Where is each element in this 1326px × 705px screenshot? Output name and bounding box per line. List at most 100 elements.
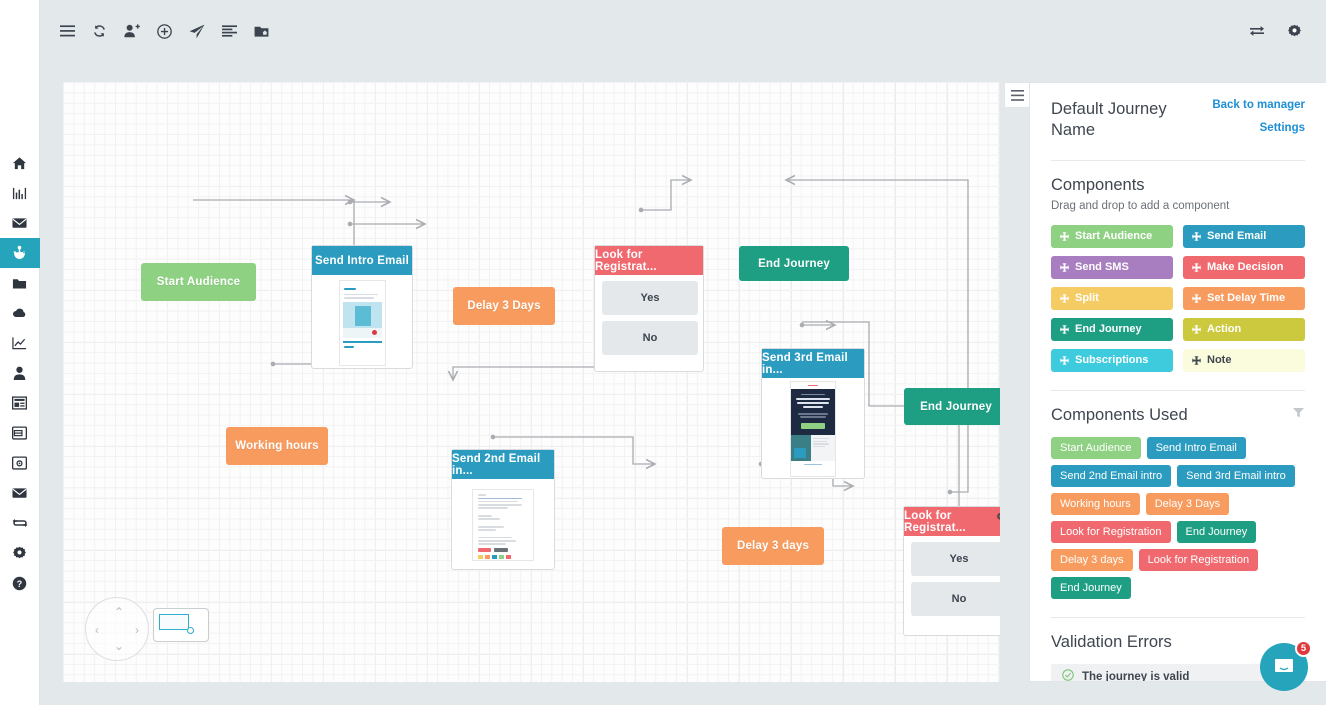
rail-line-chart-icon[interactable] xyxy=(0,328,40,358)
node-start-audience[interactable]: Start Audience xyxy=(141,263,256,301)
journey-canvas[interactable]: Start Audience Send Intro Email Delay 3 Da… xyxy=(63,82,1000,682)
palette-button-label: Note xyxy=(1207,354,1232,367)
rail-bar-chart-icon[interactable] xyxy=(0,178,40,208)
rail-gear-icon[interactable] xyxy=(0,538,40,568)
rail-folder-icon[interactable] xyxy=(0,268,40,298)
rail-user-icon[interactable] xyxy=(0,358,40,388)
used-component-tag[interactable]: Look for Registration xyxy=(1138,548,1259,571)
node-body xyxy=(452,479,554,571)
node-label: End Journey xyxy=(920,400,992,413)
left-nav-rail: ? xyxy=(0,0,40,705)
used-component-tag[interactable]: Send 3rd Email intro xyxy=(1177,464,1295,487)
used-component-tag[interactable]: Delay 3 days xyxy=(1051,548,1133,571)
node-end-journey-2[interactable]: End Journey xyxy=(904,388,1000,425)
node-label: Delay 3 Days xyxy=(467,300,541,312)
rail-journey-icon[interactable] xyxy=(0,238,40,268)
node-end-journey-1[interactable]: End Journey xyxy=(739,246,849,281)
toolbar-menu-icon[interactable] xyxy=(60,25,75,37)
rail-browser-window-icon[interactable] xyxy=(0,418,40,448)
move-handle-icon xyxy=(1060,294,1069,303)
toolbar-align-list-icon[interactable] xyxy=(222,25,237,37)
panel-toggle-button[interactable] xyxy=(1004,82,1030,108)
move-handle-icon xyxy=(1192,294,1201,303)
node-label: Send 3rd Email in... xyxy=(762,351,848,376)
palette-button-note[interactable]: Note xyxy=(1183,348,1305,372)
toolbar-right-group xyxy=(1249,24,1302,39)
used-component-tag[interactable]: Delay 3 Days xyxy=(1145,492,1230,515)
palette-button-label: Set Delay Time xyxy=(1207,292,1286,305)
node-label: Working hours xyxy=(235,440,319,452)
rail-browser-gear-icon[interactable] xyxy=(0,448,40,478)
pan-control[interactable]: ⌃ ⌄ ‹ › xyxy=(85,597,149,661)
used-component-tag[interactable]: End Journey xyxy=(1176,520,1257,543)
palette-button-make-decision[interactable]: Make Decision xyxy=(1183,255,1305,279)
used-component-tag[interactable]: Send Intro Email xyxy=(1146,436,1246,459)
toolbar-gear-icon[interactable] xyxy=(1287,24,1302,39)
pan-right-icon[interactable]: › xyxy=(135,623,139,637)
rail-envelope-2-icon[interactable] xyxy=(0,478,40,508)
palette-button-end-journey[interactable]: End Journey xyxy=(1051,317,1173,341)
decision-option[interactable]: Yes xyxy=(911,542,1000,576)
svg-text:?: ? xyxy=(17,578,22,588)
filter-icon[interactable] xyxy=(1292,406,1305,424)
used-component-tag[interactable]: Look for Registration xyxy=(1051,520,1171,543)
toolbar-refresh-icon[interactable] xyxy=(92,24,107,38)
rail-list-window-icon[interactable] xyxy=(0,388,40,418)
divider-3 xyxy=(1051,616,1305,618)
node-header: Send 2nd Email in... xyxy=(452,450,554,479)
minimap-handle[interactable] xyxy=(187,627,194,634)
decision-option[interactable]: No xyxy=(911,582,1000,616)
pan-down-icon[interactable]: ⌄ xyxy=(114,639,125,653)
components-used-header: Components Used xyxy=(1051,406,1305,425)
pan-up-icon[interactable]: ⌃ xyxy=(114,605,125,619)
palette-button-action[interactable]: Action xyxy=(1183,317,1305,341)
node-body xyxy=(312,275,412,370)
palette-button-set-delay-time[interactable]: Set Delay Time xyxy=(1183,286,1305,310)
rail-help-icon[interactable]: ? xyxy=(0,568,40,598)
palette-button-start-audience[interactable]: Start Audience xyxy=(1051,224,1173,248)
node-settings-gear-icon[interactable] xyxy=(996,512,1000,525)
node-delay-3-days-2[interactable]: Delay 3 days xyxy=(722,527,824,565)
toolbar-add-user-icon[interactable] xyxy=(124,24,140,38)
node-send-3rd-email[interactable]: Send 3rd Email in... xyxy=(761,348,865,479)
node-header: Send 3rd Email in... xyxy=(762,349,864,378)
palette-button-split[interactable]: Split xyxy=(1051,286,1173,310)
divider-2 xyxy=(1051,389,1305,391)
components-used-heading: Components Used xyxy=(1051,405,1188,424)
chat-unread-badge: 5 xyxy=(1295,640,1312,657)
node-working-hours[interactable]: Working hours xyxy=(226,427,328,465)
move-handle-icon xyxy=(1192,263,1201,272)
node-send-intro-email[interactable]: Send Intro Email xyxy=(311,245,413,369)
rail-envelope-icon[interactable] xyxy=(0,208,40,238)
used-component-tag[interactable]: Start Audience xyxy=(1051,436,1141,459)
components-heading: Components xyxy=(1051,175,1145,194)
minimap-widget[interactable] xyxy=(153,608,209,642)
used-component-tag[interactable]: End Journey xyxy=(1051,576,1131,599)
used-component-tag[interactable]: Send 2nd Email intro xyxy=(1051,464,1172,487)
back-to-manager-link[interactable]: Back to manager xyxy=(1212,99,1305,111)
settings-link[interactable]: Settings xyxy=(1259,122,1305,134)
rail-home-icon[interactable] xyxy=(0,148,40,178)
palette-button-label: Split xyxy=(1075,292,1099,305)
decision-option[interactable]: Yes xyxy=(602,281,698,315)
check-circle-icon xyxy=(1062,669,1074,681)
toolbar-plus-circle-icon[interactable] xyxy=(157,23,172,39)
toolbar-send-icon[interactable] xyxy=(189,24,205,39)
email-preview-thumbnail xyxy=(790,381,836,477)
palette-button-subscriptions[interactable]: Subscriptions xyxy=(1051,348,1173,372)
decision-option[interactable]: No xyxy=(602,321,698,355)
rail-sync-arrows-icon[interactable] xyxy=(0,508,40,538)
toolbar-exchange-icon[interactable] xyxy=(1249,25,1265,37)
palette-button-send-sms[interactable]: Send SMS xyxy=(1051,255,1173,279)
node-delay-3-days-1[interactable]: Delay 3 Days xyxy=(453,287,555,325)
used-component-tag[interactable]: Working hours xyxy=(1051,492,1140,515)
move-handle-icon xyxy=(1060,356,1069,365)
palette-button-send-email[interactable]: Send Email xyxy=(1183,224,1305,248)
node-send-2nd-email[interactable]: Send 2nd Email in... xyxy=(451,449,555,570)
toolbar-folder-home-icon[interactable] xyxy=(254,25,269,38)
pan-left-icon[interactable]: ‹ xyxy=(95,623,99,637)
rail-cloud-icon[interactable] xyxy=(0,298,40,328)
